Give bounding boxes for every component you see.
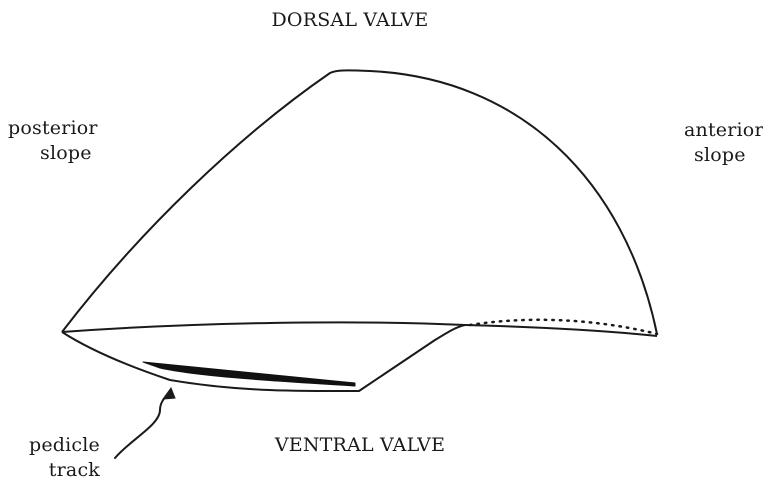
pedicle-track-line-1: pedicle <box>28 434 100 456</box>
dorsal-valve-outline <box>61 69 658 335</box>
posterior-slope-line-2: slope <box>40 142 92 164</box>
pedicle-track-line-2: track <box>48 459 100 481</box>
commissure-line <box>61 321 466 333</box>
ventral-valve-text: VENTRAL VALVE <box>274 434 446 456</box>
ventral-valve-label: VENTRAL VALVE <box>245 433 475 458</box>
anterior-slope-line-2: slope <box>694 144 746 166</box>
posterior-slope-line-1: posterior <box>8 117 98 139</box>
pedicle-track-label: pedicle track <box>20 433 100 483</box>
anterior-slope-label: anterior slope <box>684 118 763 168</box>
posterior-slope-label: posterior slope <box>8 116 98 166</box>
anterior-margin-line <box>464 324 658 337</box>
dorsal-valve-text: DORSAL VALVE <box>271 9 429 31</box>
ventral-valve-outline <box>61 324 466 393</box>
pedicle-track-arrowhead-icon <box>161 386 176 400</box>
pedicle-track-arrow-shaft <box>114 392 171 459</box>
pedicle-track-mark <box>142 361 356 387</box>
anterior-slope-line-1: anterior <box>684 119 763 141</box>
hidden-commissure-dotted-line <box>468 318 659 336</box>
dorsal-valve-label: DORSAL VALVE <box>245 8 455 33</box>
